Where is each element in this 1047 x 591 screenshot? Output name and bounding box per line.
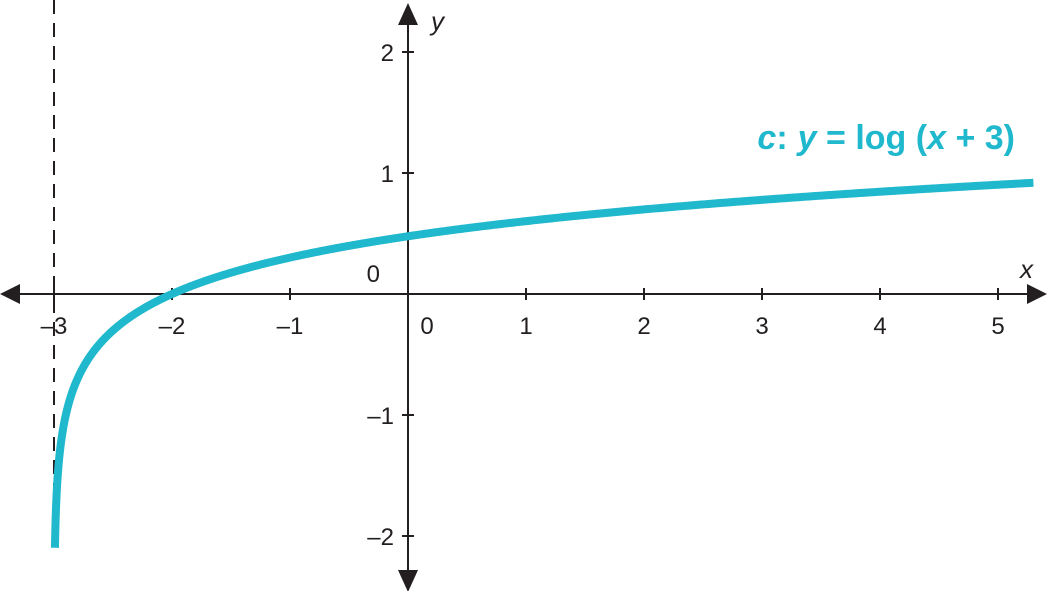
x-axis-arrow-right [1027,284,1047,304]
curve-label-x: x [925,119,948,157]
curve-label-name: c [757,119,776,157]
y-axis-name: y [429,6,446,36]
y-origin-label: 0 [367,261,380,288]
x-tick-label: –3 [41,313,68,340]
x-tick-label: –2 [159,313,186,340]
x-tick-label: 2 [637,313,650,340]
curve-log-x-plus-3 [50,178,1034,552]
curve-label-colon: : [776,119,787,157]
x-axis-arrow-left [0,284,20,304]
x-origin-label: 0 [420,313,433,340]
y-tick-label: 1 [381,161,394,188]
x-tick-label: 4 [873,313,886,340]
y-axis-arrow-up [398,3,418,25]
x-tick-label: 1 [519,313,532,340]
y-tick-label: –1 [367,403,394,430]
curve-label: c:y = log (x + 3) [757,119,1015,157]
x-tick-label: 3 [755,313,768,340]
x-tick-label: –1 [277,313,304,340]
curve-label-rest: + 3) [946,119,1015,157]
curve-label-eq: = log ( [817,119,928,157]
y-axis-arrow-down [398,570,418,591]
curve-label-y: y [796,119,819,157]
x-tick-label: 5 [991,313,1004,340]
y-tick-label: 2 [381,40,394,67]
y-tick-label: –2 [367,524,394,551]
x-axis-name: x [1018,254,1034,284]
